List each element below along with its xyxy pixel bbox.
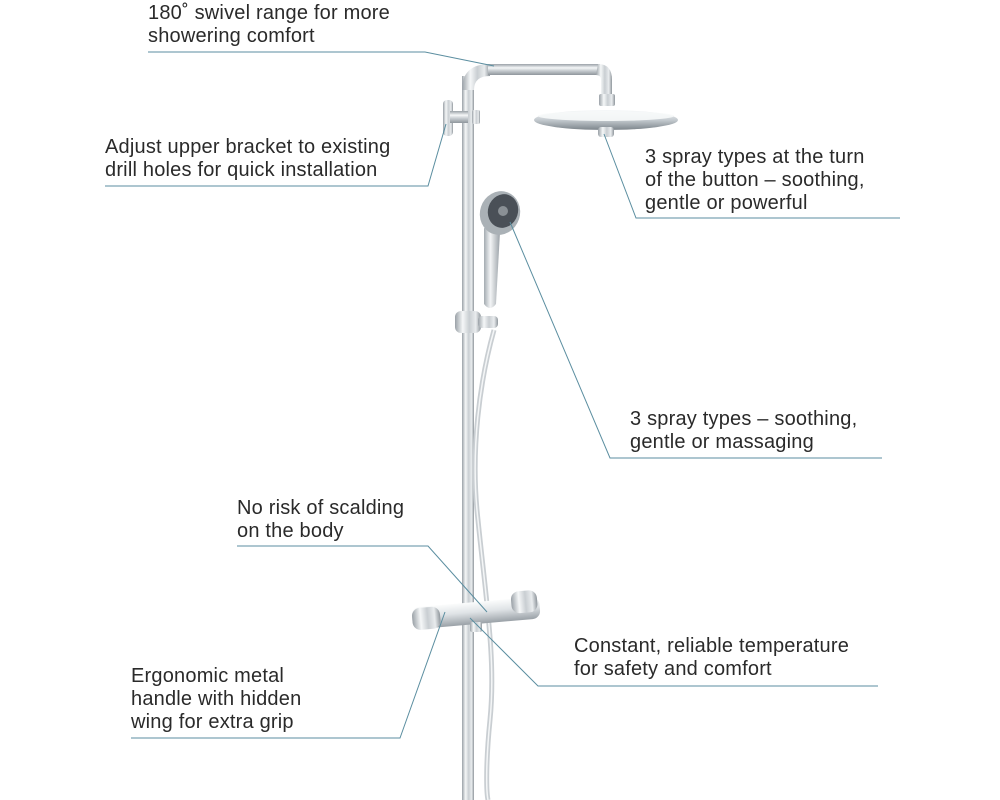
callout-handle-line-2: handle with hidden bbox=[131, 688, 302, 710]
callout-hand-shower: 3 spray types – soothing, gentle or mass… bbox=[630, 408, 857, 454]
callout-bracket-line-2: drill holes for quick installation bbox=[105, 159, 378, 181]
callout-swivel-line-1: 180˚ swivel range for more bbox=[148, 2, 390, 24]
callout-head-shower-line-3: gentle or powerful bbox=[645, 192, 808, 214]
hand-shower-holder bbox=[455, 311, 498, 333]
callout-bracket-line-1: Adjust upper bracket to existing bbox=[105, 136, 391, 158]
callout-scalding-line-2: on the body bbox=[237, 520, 344, 542]
hand-shower bbox=[479, 191, 521, 308]
callout-hand-shower-line-2: gentle or massaging bbox=[630, 431, 814, 453]
callout-temperature-line-2: for safety and comfort bbox=[574, 658, 772, 680]
callout-head-shower: 3 spray types at the turn of the button … bbox=[645, 146, 865, 215]
leader-handle bbox=[131, 611, 446, 739]
leader-bracket bbox=[105, 123, 447, 187]
callout-head-shower-line-2: of the button – soothing, bbox=[645, 169, 865, 191]
callout-head-shower-line-1: 3 spray types at the turn bbox=[645, 146, 865, 168]
callout-bracket: Adjust upper bracket to existing drill h… bbox=[105, 136, 390, 182]
callout-handle-line-3: wing for extra grip bbox=[131, 711, 294, 733]
callout-temperature-line-1: Constant, reliable temperature bbox=[574, 635, 850, 657]
leader-head-shower bbox=[603, 133, 900, 219]
arm-bend bbox=[596, 64, 612, 98]
shower-hose bbox=[472, 329, 497, 800]
callout-swivel: 180˚ swivel range for more showering com… bbox=[148, 2, 390, 48]
pipe-bend bbox=[462, 64, 490, 90]
callout-scalding: No risk of scalding on the body bbox=[237, 497, 404, 543]
leader-temperature bbox=[469, 617, 878, 687]
callout-scalding-line-1: No risk of scalding bbox=[237, 497, 405, 519]
head-shower bbox=[534, 110, 678, 137]
callout-temperature: Constant, reliable temperature for safet… bbox=[574, 635, 849, 681]
callout-handle-line-1: Ergonomic metal bbox=[131, 665, 285, 687]
upper-wall-bracket bbox=[443, 100, 480, 136]
riser-pipe bbox=[462, 76, 474, 800]
callout-swivel-line-2: showering comfort bbox=[148, 25, 315, 47]
leader-swivel bbox=[148, 51, 495, 67]
leader-hand-shower bbox=[509, 221, 882, 459]
shower-column bbox=[411, 64, 678, 800]
thermostat-mixer bbox=[411, 590, 541, 632]
leader-lines bbox=[105, 51, 900, 739]
callout-hand-shower-line-1: 3 spray types – soothing, bbox=[630, 408, 858, 430]
callout-handle: Ergonomic metal handle with hidden wing … bbox=[131, 665, 301, 734]
shower-arm bbox=[488, 64, 600, 75]
leader-scalding bbox=[237, 545, 488, 613]
head-connector bbox=[599, 94, 615, 106]
